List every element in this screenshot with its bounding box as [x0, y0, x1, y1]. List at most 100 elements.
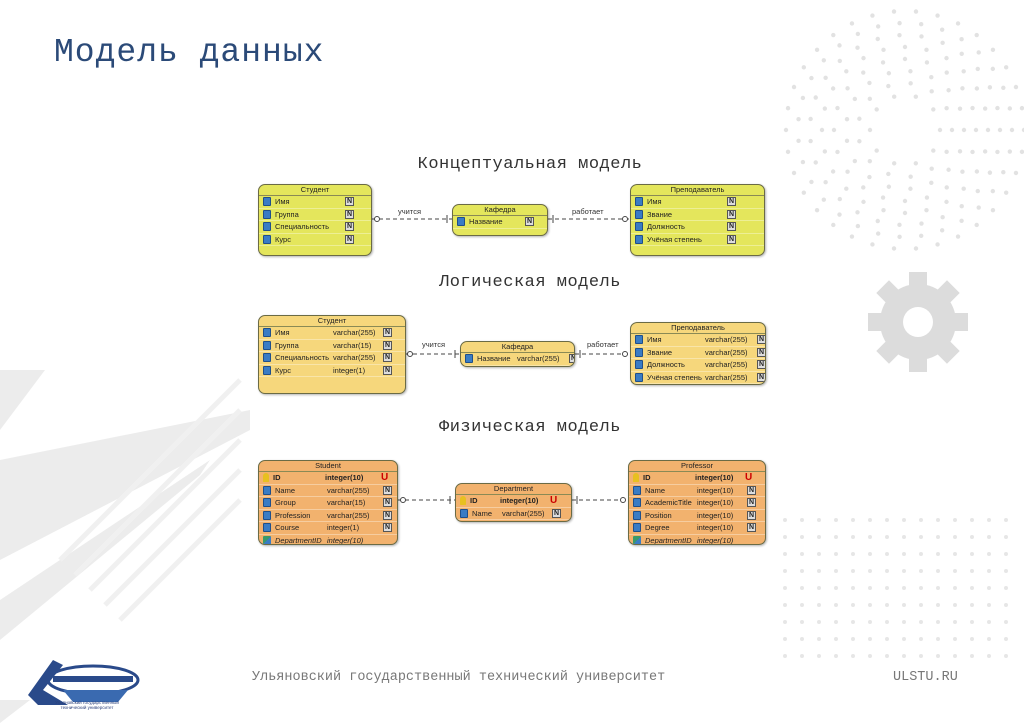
decor-dot [913, 94, 919, 99]
nullable-flag: N [747, 523, 756, 533]
decor-dot [1004, 654, 1008, 658]
footer-site-link[interactable]: ULSTU.RU [893, 670, 958, 685]
decor-dot [976, 50, 981, 55]
decor-dot [924, 60, 930, 65]
column-icon [635, 335, 643, 345]
decor-dot [944, 199, 949, 205]
nullable-flag: N [569, 354, 574, 364]
decor-dot [902, 535, 906, 539]
attribute-type: varchar(255) [705, 360, 748, 370]
decor-dot [902, 198, 908, 204]
entity-header: Преподаватель [631, 323, 765, 334]
decor-dot [800, 620, 804, 624]
attribute-type: integer(1) [327, 523, 360, 533]
nullable-flag: N [727, 209, 736, 219]
nullable-flag: N [383, 498, 392, 508]
decor-dot [875, 218, 880, 224]
decor-dot [831, 127, 837, 133]
column-icon [465, 354, 473, 364]
decor-dot [990, 47, 996, 53]
decor-dot [868, 654, 872, 658]
decor-dot [908, 186, 913, 191]
decor-dot [970, 603, 974, 607]
decor-dot [814, 207, 820, 213]
decor-dot [1019, 149, 1024, 155]
decor-dot [1003, 65, 1009, 70]
decor-dot [929, 166, 934, 171]
decor-dot [809, 179, 814, 185]
decor-dot [834, 654, 838, 658]
attribute-name: Name [275, 485, 296, 495]
key-icon [460, 496, 466, 506]
decor-dot [970, 149, 975, 155]
decor-dot [783, 518, 787, 522]
decor-dot [953, 518, 957, 522]
decor-dot [834, 518, 838, 522]
decor-dot [867, 127, 873, 133]
attribute-name: ID [643, 473, 651, 483]
nullable-flag: N [552, 508, 561, 518]
decor-dot [944, 55, 949, 61]
attribute-name: Специальность [275, 222, 329, 232]
decor-dot [974, 86, 980, 91]
decor-dot [919, 620, 923, 624]
decor-dot [919, 34, 924, 39]
decor-dot [834, 620, 838, 624]
decor-dot [823, 180, 828, 185]
decor-dot [783, 654, 787, 658]
decor-dot [809, 75, 814, 81]
decor-dot [936, 518, 940, 522]
attribute-name: Должность [647, 222, 685, 232]
decor-dot [891, 246, 897, 251]
decor-dot [939, 228, 945, 233]
decor-dot [987, 552, 991, 556]
decor-dot [800, 95, 806, 101]
column-icon [635, 234, 643, 244]
attribute-name: Name [645, 485, 666, 495]
decor-dot [995, 105, 1000, 111]
decor-dot [851, 654, 855, 658]
nullable-flag: N [525, 217, 534, 227]
